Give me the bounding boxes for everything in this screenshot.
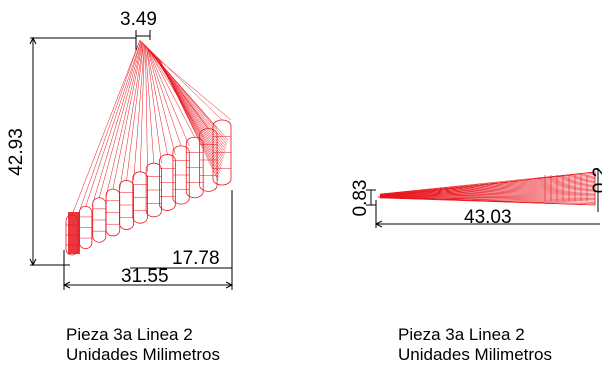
right-wireframe-part xyxy=(377,171,596,206)
left-dimension-lines xyxy=(29,30,234,290)
right-dimension-lines xyxy=(366,168,600,228)
right-caption: Pieza 3a Linea 2 Unidades Milimetros xyxy=(398,325,552,365)
dim-right-height-value: 0.83 xyxy=(350,180,371,217)
dim-right-cut-value: 0.2 xyxy=(590,167,602,193)
dim-width-value: 31.55 xyxy=(121,266,169,287)
left-caption-units: Unidades Milimetros xyxy=(66,345,220,364)
left-caption-title: Pieza 3a Linea 2 xyxy=(66,325,193,344)
dim-height-value: 42.93 xyxy=(6,128,27,176)
left-wireframe-part xyxy=(65,39,232,256)
dim-top-value: 3.49 xyxy=(120,9,157,30)
right-caption-units: Unidades Milimetros xyxy=(398,345,552,364)
dim-inner-width-value: 17.78 xyxy=(172,248,220,269)
dim-right-width-value: 43.03 xyxy=(464,207,512,228)
right-caption-title: Pieza 3a Linea 2 xyxy=(398,325,525,344)
left-caption: Pieza 3a Linea 2 Unidades Milimetros xyxy=(66,325,220,365)
